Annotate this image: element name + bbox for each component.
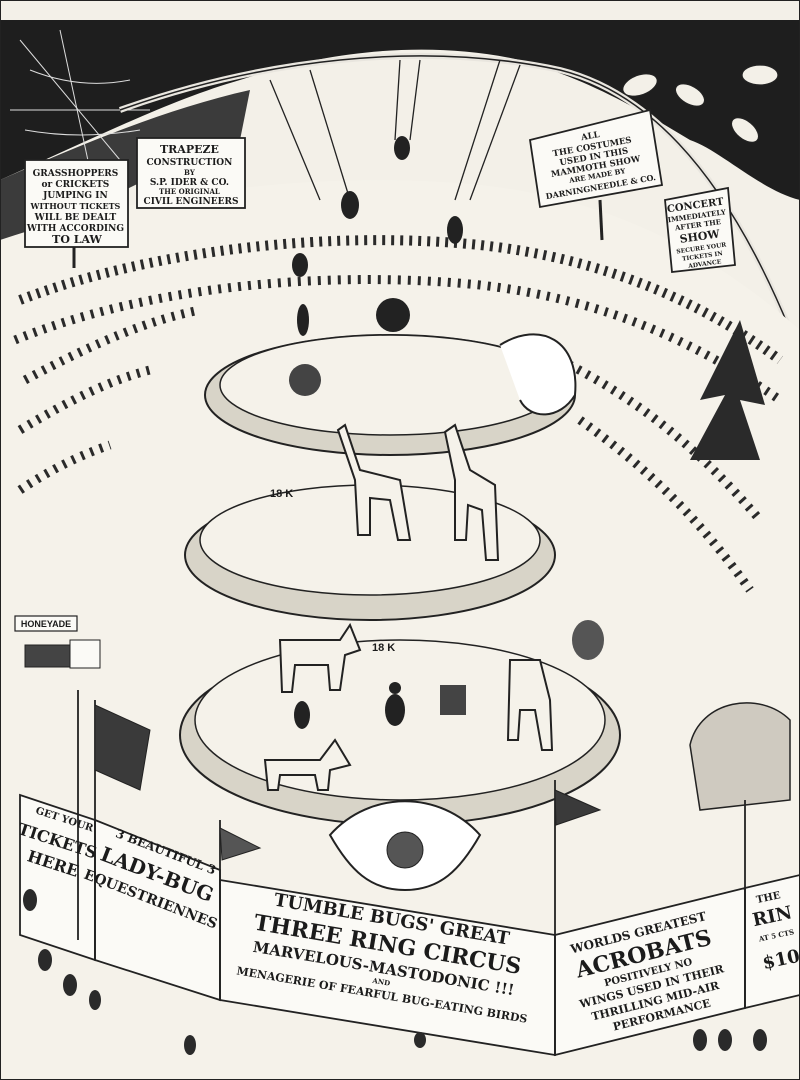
sign-grasshoppers-line: WILL BE DEALT xyxy=(34,213,117,223)
trapeze-acrobats xyxy=(292,136,463,336)
sign-trapeze-line: TRAPEZE xyxy=(160,143,219,156)
sign-grasshoppers-line: WITHOUT TICKETS xyxy=(30,201,121,211)
sign-grasshoppers-line: TO LAW xyxy=(52,233,102,246)
sign-trapeze-line: CONSTRUCTION xyxy=(146,158,232,168)
sign-trapeze: TRAPEZE CONSTRUCTION BY S.P. IDER & CO. … xyxy=(136,137,246,209)
arena-floor xyxy=(0,180,800,1080)
honeyade-sign: HONEYADE xyxy=(21,619,71,629)
performers xyxy=(289,298,604,729)
fence-banners xyxy=(19,690,800,1057)
sign-trapeze-line: CIVIL ENGINEERS xyxy=(144,197,239,207)
ring-top xyxy=(204,333,577,456)
crowd-bugs-bottom xyxy=(23,889,767,1055)
sign-costumes-line: ALL xyxy=(579,130,600,143)
horses xyxy=(263,622,554,791)
trapeze-ropes xyxy=(269,59,521,201)
sign-grasshoppers-line: WITH ACCORDING xyxy=(26,224,124,234)
sign-grasshoppers-line: JUMPING IN xyxy=(42,191,108,201)
flags xyxy=(94,704,602,861)
sign-concert-line: SHOW xyxy=(679,227,721,246)
main-banner-line: AND xyxy=(371,976,391,988)
audience-bugs xyxy=(13,235,783,593)
sign-concert-line: ADVANCE xyxy=(687,258,722,270)
sign-grasshoppers: GRASSHOPPERS or CRICKETS JUMPING IN WITH… xyxy=(24,159,129,268)
sign-trapeze-line: THE ORIGINAL xyxy=(159,187,220,196)
giraffes xyxy=(336,423,500,561)
sign-costumes: ALL THE COSTUMES USED IN THIS MAMMOTH SH… xyxy=(528,108,664,241)
tree-canopy xyxy=(0,20,800,200)
svg-text:WORLDS GREATEST ACROBATS: WORLDS GREATEST ACROBATS POSITIVELY NO W… xyxy=(563,903,738,1040)
svg-text:TRAPEZE CONSTRUCTION: TRAPEZE CONSTRUCTION BY S.P. IDER & CO. … xyxy=(144,143,239,207)
rock xyxy=(689,702,791,811)
svg-text:GRASSHOPPERS or CRICKETS: GRASSHOPPERS or CRICKETS JUMPING IN WITH… xyxy=(26,169,127,246)
sign-trapeze-line: S.P. IDER & CO. xyxy=(150,178,229,188)
sign-concert: CONCERT IMMEDIATELY AFTER THE SHOW SECUR… xyxy=(664,186,736,273)
pine-tree xyxy=(690,320,765,460)
right-panel-line: THE xyxy=(755,890,782,906)
ring-middle-mark: 18 K xyxy=(270,488,293,500)
leaves xyxy=(622,64,779,143)
sign-grasshoppers-line: or CRICKETS xyxy=(42,180,110,190)
ring-lower-mark: 18 K xyxy=(372,642,395,654)
sign-grasshoppers-line: GRASSHOPPERS xyxy=(33,169,119,179)
sign-trapeze-line: BY xyxy=(184,168,196,177)
honeyade-stand: HONEYADE xyxy=(14,615,101,669)
